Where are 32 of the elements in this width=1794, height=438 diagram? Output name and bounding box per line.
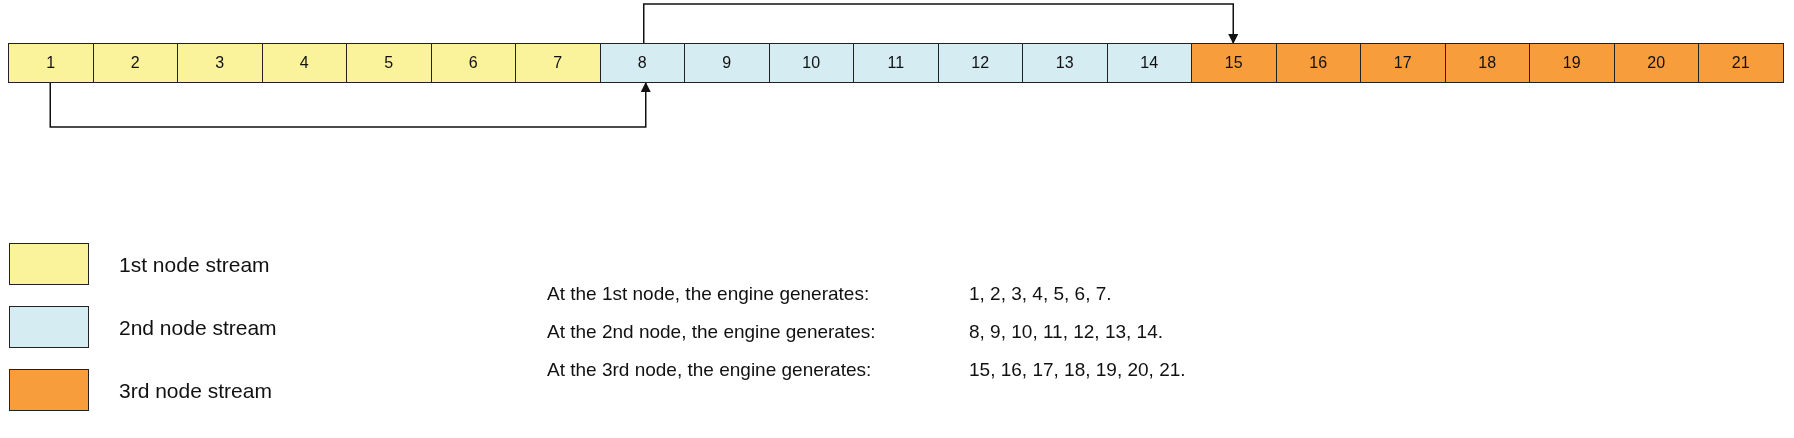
- sequence-box: 4: [261, 43, 347, 83]
- sequence-box: 8: [599, 43, 685, 83]
- sequence-text: 1, 2, 3, 4, 5, 6, 7.: [969, 283, 1112, 305]
- sequence-box: 10: [768, 43, 854, 83]
- description-text: At the 2nd node, the engine generates:: [547, 321, 876, 343]
- sequence-box: 7: [515, 43, 601, 83]
- sequence-box: 15: [1191, 43, 1277, 83]
- sequence-box: 16: [1275, 43, 1361, 83]
- connector-arrow: [643, 3, 1239, 44]
- sequence-text: 8, 9, 10, 11, 12, 13, 14.: [969, 321, 1164, 343]
- sequence-box: 20: [1613, 43, 1699, 83]
- legend-label: 2nd node stream: [119, 316, 277, 340]
- sequence-box: 13: [1022, 43, 1108, 83]
- sequence-box: 14: [1106, 43, 1192, 83]
- sequence-box: 12: [937, 43, 1023, 83]
- legend-label: 1st node stream: [119, 253, 270, 277]
- sequence-box: 1: [8, 43, 94, 83]
- sequence-box: 2: [92, 43, 178, 83]
- description-text: At the 3rd node, the engine generates:: [547, 359, 872, 381]
- sequence-text: 15, 16, 17, 18, 19, 20, 21.: [969, 359, 1186, 381]
- sequence-box: 9: [684, 43, 770, 83]
- connector-arrow: [49, 82, 651, 128]
- sequence-box: 18: [1444, 43, 1530, 83]
- sequence-box: 11: [853, 43, 939, 83]
- legend-label: 3rd node stream: [119, 379, 272, 403]
- sequence-box: 19: [1529, 43, 1615, 83]
- sequence-box: 17: [1360, 43, 1446, 83]
- sequence-box: 6: [430, 43, 516, 83]
- description-text: At the 1st node, the engine generates:: [547, 283, 870, 305]
- sequence-box: 21: [1698, 43, 1784, 83]
- sequence-box: 3: [177, 43, 263, 83]
- sequence-box: 5: [346, 43, 432, 83]
